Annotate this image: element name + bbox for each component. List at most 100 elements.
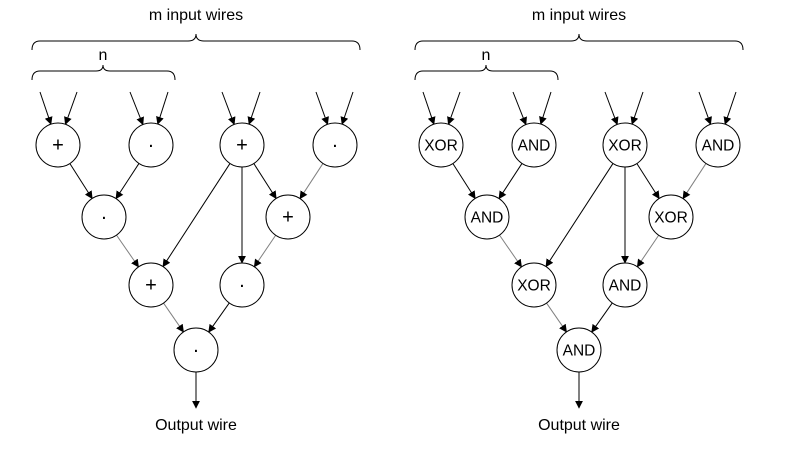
gate-label: · (193, 340, 200, 362)
gate-and-4: · (81, 194, 127, 240)
gate-circle (173, 327, 219, 373)
gate-wire (452, 163, 476, 200)
m-input-wires-label: m input wires (149, 7, 243, 24)
gate-and-1: · (128, 122, 174, 168)
gate-label: XOR (424, 138, 458, 155)
input-wire (698, 91, 712, 126)
gate-wire (162, 163, 231, 268)
gate-and-4: AND (464, 194, 510, 240)
gate-wire (69, 163, 93, 200)
gate-and-7: AND (602, 262, 648, 308)
input-wire (156, 91, 169, 125)
n-label: n (482, 47, 491, 64)
input-wire (221, 91, 236, 126)
gate-circle (128, 262, 174, 308)
gate-label: AND (471, 210, 504, 227)
gate-label: XOR (654, 210, 688, 227)
gate-wire (591, 302, 613, 333)
gate-label: XOR (608, 138, 642, 155)
gate-wire (546, 302, 567, 333)
input-wire (64, 91, 78, 126)
gate-xor-2: XOR (602, 122, 648, 168)
arithmetic-circuit: m input wires n + · + · · + + · · Output wire (31, 7, 361, 434)
wires (39, 91, 354, 409)
gate-xor-5: XOR (648, 194, 694, 240)
gate-circle (219, 122, 265, 168)
gate-circle (602, 122, 648, 168)
gate-label: · (148, 135, 155, 157)
input-wire (39, 91, 53, 125)
input-wire (604, 91, 619, 126)
gate-xor-0: + (35, 122, 81, 168)
input-wire (723, 91, 737, 125)
gate-circle (312, 122, 358, 168)
output-wire-label: Output wire (155, 417, 237, 434)
gate-label: AND (702, 138, 735, 155)
gate-circle (556, 327, 602, 373)
gate-label: · (101, 207, 108, 229)
gate-label: + (145, 275, 157, 297)
input-wire (539, 91, 552, 125)
gate-wire (208, 302, 230, 333)
input-wire (630, 91, 644, 125)
gate-and-3: AND (695, 122, 741, 168)
m-input-brace (414, 33, 744, 51)
gate-circle (648, 194, 694, 240)
input-wire (447, 91, 461, 126)
gate-wire (163, 302, 184, 333)
gate-label: XOR (517, 278, 551, 295)
gate-wire (682, 163, 707, 200)
gate-label: · (332, 135, 339, 157)
gate-and-1: AND (511, 122, 557, 168)
n-input-brace (31, 64, 176, 81)
gate-circle (219, 262, 265, 308)
n-input-brace (414, 64, 559, 81)
gate-circle (35, 122, 81, 168)
gate-and-8: AND (556, 327, 602, 373)
n-label: n (99, 47, 108, 64)
output-wire-label: Output wire (538, 417, 620, 434)
gate-label: AND (518, 138, 551, 155)
gate-xor-2: + (219, 122, 265, 168)
gate-circle (464, 194, 510, 240)
gate-label: AND (563, 343, 596, 360)
gate-label: AND (609, 278, 642, 295)
gate-circle (81, 194, 127, 240)
boolean-circuit: m input wires n XOR AND XOR AND AND XOR XOR AND… (414, 7, 744, 434)
gates: XOR AND XOR AND AND XOR XOR AND AND (418, 122, 741, 373)
gate-circle (602, 262, 648, 308)
gate-and-3: · (312, 122, 358, 168)
input-wire (315, 91, 329, 126)
gate-label: + (282, 207, 294, 229)
gate-wire (636, 234, 660, 268)
gate-and-8: · (173, 327, 219, 373)
gate-and-7: · (219, 262, 265, 308)
input-wire (247, 91, 261, 125)
gate-label: · (239, 275, 246, 297)
input-wire (422, 91, 436, 125)
gate-wire (116, 234, 139, 268)
gate-xor-5: + (265, 194, 311, 240)
wires (422, 91, 737, 409)
input-wire (129, 91, 144, 126)
gate-wire (253, 163, 277, 200)
gate-label: + (52, 135, 64, 157)
gate-circle (695, 122, 741, 168)
gates: + · + · · + + · · (35, 122, 358, 373)
gate-wire (498, 163, 523, 200)
gate-wire (253, 234, 277, 268)
gate-wire (115, 163, 140, 200)
gate-xor-6: + (128, 262, 174, 308)
input-wire (512, 91, 527, 126)
gate-xor-0: XOR (418, 122, 464, 168)
gate-wire (636, 163, 660, 200)
m-input-brace (31, 33, 361, 51)
gate-wire (499, 234, 522, 268)
gate-circle (511, 122, 557, 168)
m-input-wires-label: m input wires (532, 7, 626, 24)
gate-label: + (236, 135, 248, 157)
gate-circle (418, 122, 464, 168)
gate-circle (128, 122, 174, 168)
gate-wire (545, 163, 614, 268)
